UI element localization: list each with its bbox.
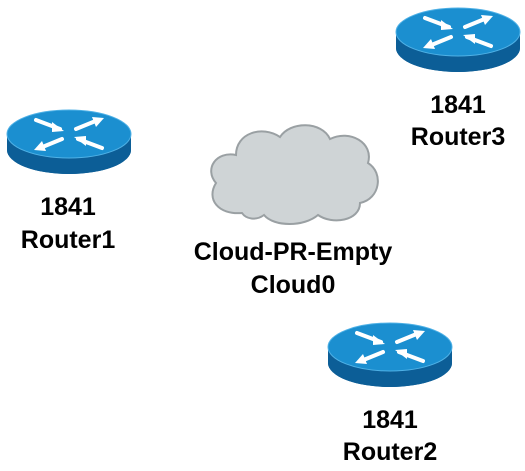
router1-model-label: 1841 [40,193,96,221]
router1-name-label: Router1 [20,226,116,254]
cloud0-name-label: Cloud0 [250,271,336,299]
router3[interactable] [395,5,521,75]
cloud0-model-label: Cloud-PR-Empty [193,238,393,266]
router-icon [395,5,521,75]
router2-model-label: 1841 [362,406,418,434]
router2[interactable] [327,320,453,390]
router-icon [6,107,132,177]
router1[interactable] [6,107,132,177]
cloud-icon [204,117,384,227]
router3-model-label: 1841 [430,91,486,119]
cloud0[interactable] [204,117,384,227]
router-icon [327,320,453,390]
router2-name-label: Router2 [342,438,438,466]
router3-name-label: Router3 [410,123,506,151]
